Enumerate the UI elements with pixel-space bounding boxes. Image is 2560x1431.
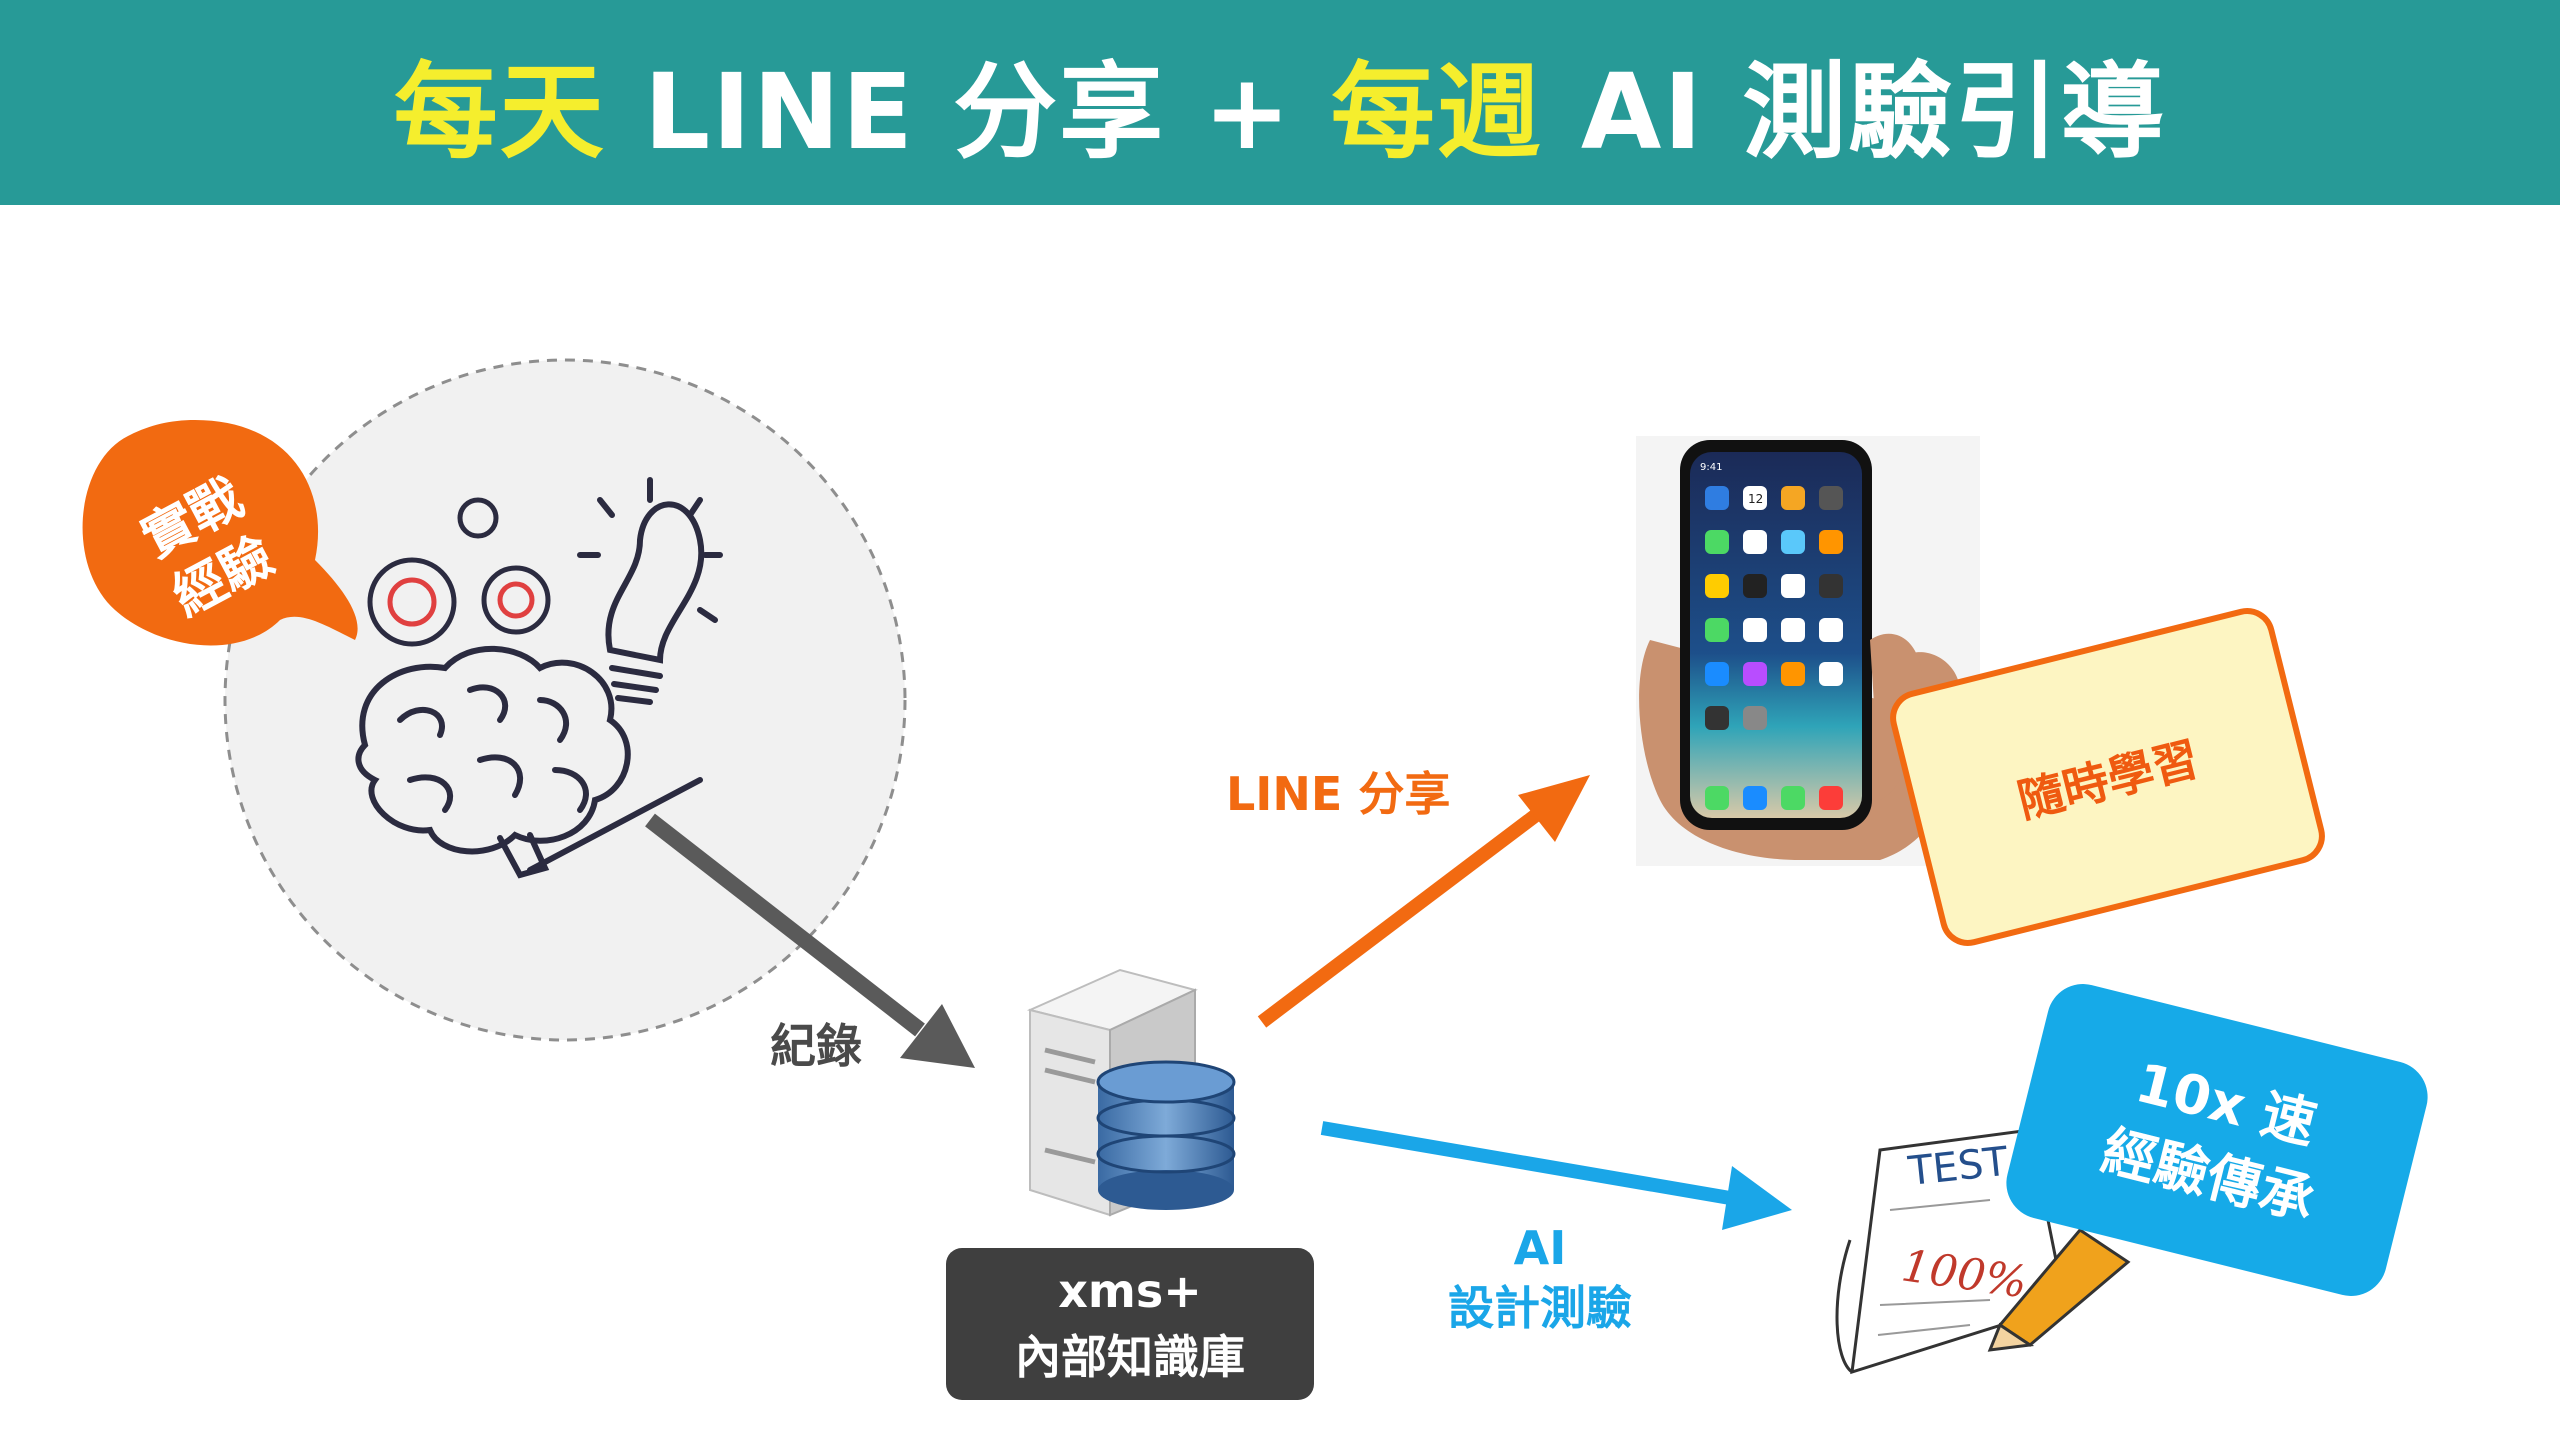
title-daily: 每天 <box>393 51 606 173</box>
line-share-label: LINE 分享 <box>1226 767 1451 821</box>
title-weekly: 每週 <box>1330 51 1543 173</box>
brain-circle <box>223 358 907 1042</box>
phone-time: 9:41 <box>1700 462 1722 473</box>
title-line-share: LINE 分享 + <box>605 51 1331 173</box>
anytime-learning-text: 隨時學習 <box>2012 731 2205 829</box>
line-share-arrow <box>1257 775 1590 1028</box>
knowledge-base-label: 內部知識庫 <box>1015 1330 1245 1384</box>
experience-bubble <box>82 420 358 646</box>
record-label: 紀錄 <box>770 1019 862 1073</box>
lightbulb-icon <box>577 477 723 705</box>
record-arrow <box>645 813 975 1068</box>
page-title: 每天 LINE 分享 + 每週 AI 測驗引導 <box>394 27 2167 178</box>
brain-icon <box>355 645 703 879</box>
title-ai-quiz: AI 測驗引導 <box>1542 51 2167 173</box>
phone-in-hand-icon: 9:41 12 <box>1636 436 1980 866</box>
knowledge-base-box: xms+ 內部知識庫 <box>946 1248 1314 1400</box>
calendar-day: 12 <box>1748 492 1763 506</box>
ai-quiz-label: AI 設計測驗 <box>1448 1218 1632 1338</box>
app-icons <box>1705 486 1843 810</box>
ai-label-line1: AI <box>1513 1221 1567 1275</box>
xms-label: xms+ <box>1058 1264 1202 1318</box>
gear-icon <box>367 497 551 647</box>
ai-quiz-arrow <box>1320 1121 1792 1230</box>
database-icon <box>1096 1060 1236 1210</box>
test-heading: TEST <box>1905 1139 2010 1195</box>
header-banner: 每天 LINE 分享 + 每週 AI 測驗引導 <box>0 0 2560 205</box>
ai-label-line2: 設計測驗 <box>1448 1281 1632 1335</box>
pencil-icon <box>1987 1228 2131 1352</box>
